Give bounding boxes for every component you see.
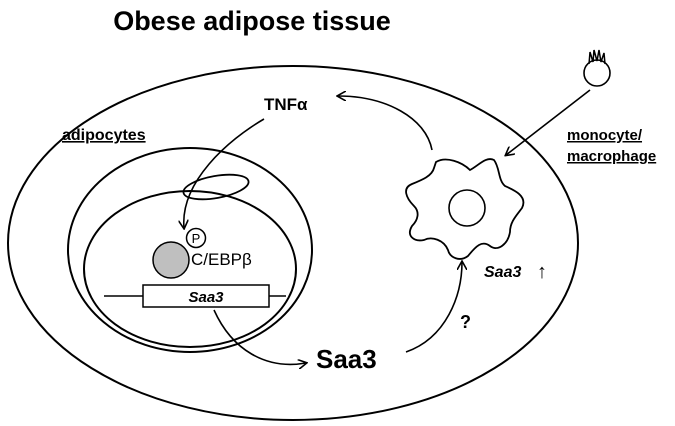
macrophage-saa3-label: Saa3 xyxy=(484,264,521,281)
up-arrow-icon: ↑ xyxy=(537,261,547,283)
adipocyte-nucleus xyxy=(83,190,297,348)
monocyte-hairs xyxy=(588,49,606,65)
cebp-protein-circle xyxy=(152,241,190,279)
page-title: Obese adipose tissue xyxy=(113,6,391,36)
arrow-tnf-to-cebp xyxy=(184,118,265,228)
macrophage-nucleus xyxy=(448,189,486,227)
secreted-saa3-label: Saa3 xyxy=(316,344,377,374)
phospho-circle xyxy=(185,227,207,249)
phospho-label: P xyxy=(192,231,201,246)
organelle-ellipse xyxy=(182,173,250,201)
monocyte-label-line2: macrophage xyxy=(567,148,656,165)
tnf-alpha-label: TNFα xyxy=(264,95,308,114)
saa3-gene-box xyxy=(142,284,270,308)
arrow-macrophage-to-tnf xyxy=(338,96,433,151)
saa3-gene-label: Saa3 xyxy=(188,289,224,306)
arrow-gene-to-saa3 xyxy=(213,309,306,364)
monocyte-label-line1: monocyte/ xyxy=(567,127,643,144)
adipocytes-label: adipocytes xyxy=(62,127,146,144)
adipose-tissue-outline xyxy=(7,65,579,421)
question-mark: ? xyxy=(460,312,471,332)
monocyte-circle xyxy=(583,59,611,87)
adipocyte-cell xyxy=(67,147,313,353)
arrow-monocyte-to-macrophage xyxy=(506,89,591,155)
arrow-saa3-to-macrophage xyxy=(405,262,462,353)
cebp-label: C/EBPβ xyxy=(191,250,252,269)
